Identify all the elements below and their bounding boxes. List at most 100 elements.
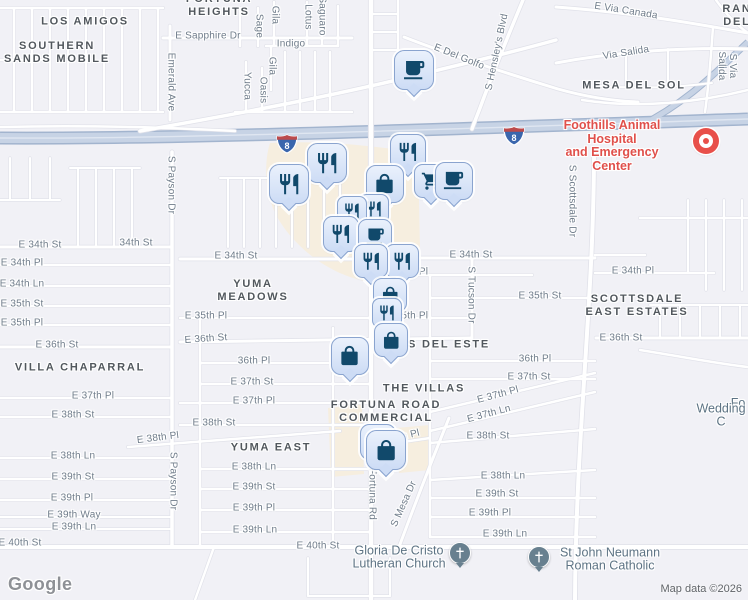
street-label: E 39th Ln bbox=[232, 524, 278, 536]
street-label: 34th St bbox=[119, 237, 153, 249]
area-label: THE VILLAS bbox=[382, 382, 466, 395]
street-label: Indigo bbox=[276, 38, 306, 50]
restaurant-icon bbox=[380, 305, 394, 321]
poi-label[interactable]: Wedding C bbox=[696, 401, 746, 428]
poi-label[interactable]: Foothills Animal Hospital and Emergency … bbox=[563, 118, 661, 173]
area-label: SCOTTSDALE EAST ESTATES bbox=[585, 293, 689, 318]
street-label: E 39th Pl bbox=[232, 502, 276, 514]
street-label: E 39th St bbox=[232, 481, 276, 493]
map-data-attribution: Map data ©2026 bbox=[660, 583, 743, 595]
poi-marker-bag[interactable] bbox=[366, 430, 406, 477]
street-label: E 34th St bbox=[18, 239, 62, 251]
street-label: S Payson Dr bbox=[167, 451, 179, 511]
bag-icon bbox=[341, 346, 359, 366]
poi-marker-bag[interactable] bbox=[331, 337, 369, 382]
area-label: MESA DEL SOL bbox=[582, 79, 686, 92]
interstate-8-shield: 8 bbox=[276, 134, 298, 159]
poi-marker-hospital[interactable] bbox=[693, 128, 719, 154]
street-label: E 35th St bbox=[518, 290, 562, 302]
restaurant-icon bbox=[367, 201, 381, 217]
interstate-8-shield: 8 bbox=[503, 126, 525, 151]
street-label: E 34th Pl bbox=[611, 265, 655, 277]
poi-marker-restaurant[interactable] bbox=[269, 164, 309, 211]
cart-icon bbox=[421, 172, 439, 190]
poi-marker-church[interactable] bbox=[449, 542, 471, 568]
street-label: Oasis bbox=[257, 76, 269, 104]
street-label: E 36th St bbox=[35, 339, 79, 351]
street-label: E 37th St bbox=[230, 376, 274, 388]
hospital-dot bbox=[703, 138, 709, 144]
bag-icon bbox=[377, 439, 395, 461]
street-label: E 38th St bbox=[192, 417, 236, 429]
street-label: E 38th Ln bbox=[480, 470, 526, 482]
street-label: E 38th Ln bbox=[231, 461, 277, 473]
street-label: E 39th St bbox=[475, 488, 519, 500]
area-label: LOS AMIGOS bbox=[41, 15, 129, 28]
street-label: E 39th Way bbox=[47, 509, 101, 521]
poi-label[interactable]: Fo bbox=[730, 395, 746, 410]
street-label: E 37th Pl bbox=[71, 390, 115, 402]
marker-tail bbox=[535, 566, 543, 572]
poi-marker-restaurant[interactable] bbox=[307, 143, 347, 190]
poi-marker-restaurant[interactable] bbox=[385, 244, 419, 285]
street-label: E 40th St bbox=[296, 540, 340, 552]
street-label: Sage bbox=[253, 13, 265, 39]
poi-marker-restaurant[interactable] bbox=[354, 244, 388, 285]
street-label: E 39th St bbox=[51, 471, 95, 483]
street-label: Lotus bbox=[302, 4, 314, 30]
street-label: E 39th Ln bbox=[51, 521, 97, 533]
street-label: Gila bbox=[266, 56, 278, 76]
street-label: 36th Pl bbox=[518, 353, 552, 365]
street-label: E 39th Ln bbox=[482, 528, 528, 540]
street-label: S Via Salida bbox=[716, 51, 738, 81]
svg-text:8: 8 bbox=[284, 141, 289, 151]
area-label: YUMA MEADOWS bbox=[217, 278, 289, 303]
area-label: FORTUNA HEIGHTS bbox=[186, 0, 251, 18]
street-label: E 37th Pl bbox=[232, 395, 276, 407]
poi-label[interactable]: St John Neumann Roman Catholic bbox=[559, 545, 661, 572]
restaurant-icon bbox=[394, 252, 410, 270]
street-label: E 35th St bbox=[0, 298, 44, 310]
poi-marker-church[interactable] bbox=[528, 546, 550, 572]
street-label: E 35th Pl bbox=[0, 317, 44, 329]
google-logo[interactable]: Google bbox=[8, 574, 73, 594]
street-label: S Scottsdale Dr bbox=[566, 164, 578, 238]
street-label: Fortuna Rd bbox=[366, 467, 378, 521]
poi-marker-bag[interactable] bbox=[374, 323, 408, 364]
street-label: E 38th St bbox=[51, 409, 95, 421]
coffee-icon bbox=[366, 228, 384, 244]
area-label: YUMA EAST bbox=[230, 441, 312, 454]
poi-label[interactable]: Gloria De Cristo Lutheran Church bbox=[352, 543, 446, 570]
area-label: VILLA CHAPARRAL bbox=[14, 361, 146, 374]
street-label: E 35th Pl bbox=[184, 310, 228, 322]
street-label: E 38th Ln bbox=[50, 450, 96, 462]
street-label: S Tucson Dr bbox=[465, 266, 477, 324]
street-label: E 39th Pl bbox=[50, 492, 94, 504]
area-label: RAN DEL bbox=[722, 3, 748, 28]
restaurant-icon bbox=[363, 252, 379, 270]
church-cross-icon bbox=[456, 547, 464, 559]
street-label: E 34th Ln bbox=[0, 278, 45, 290]
street-label: E 39th Pl bbox=[468, 507, 512, 519]
street-label: E 38th St bbox=[466, 430, 510, 442]
poi-marker-coffee[interactable] bbox=[435, 162, 473, 207]
street-label: Emerald Ave bbox=[165, 52, 177, 112]
poi-marker-restaurant[interactable] bbox=[323, 216, 359, 259]
restaurant-icon bbox=[317, 152, 337, 174]
street-label: Yucca bbox=[241, 71, 253, 101]
street-label: E 34th St bbox=[449, 249, 493, 261]
poi-marker-restaurant[interactable] bbox=[390, 134, 426, 177]
bag-icon bbox=[383, 331, 399, 349]
street-label: E 37th St bbox=[507, 371, 551, 383]
street-label: E 40th St bbox=[0, 537, 42, 549]
area-label: FORTUNA ROAD COMMERCIAL bbox=[330, 399, 442, 424]
bag-icon bbox=[376, 174, 394, 194]
freeway-i8 bbox=[0, 39, 748, 145]
restaurant-icon bbox=[399, 142, 417, 162]
poi-marker-coffee[interactable] bbox=[358, 219, 392, 260]
restaurant-icon bbox=[332, 224, 350, 244]
poi-marker-coffee[interactable] bbox=[394, 50, 434, 97]
